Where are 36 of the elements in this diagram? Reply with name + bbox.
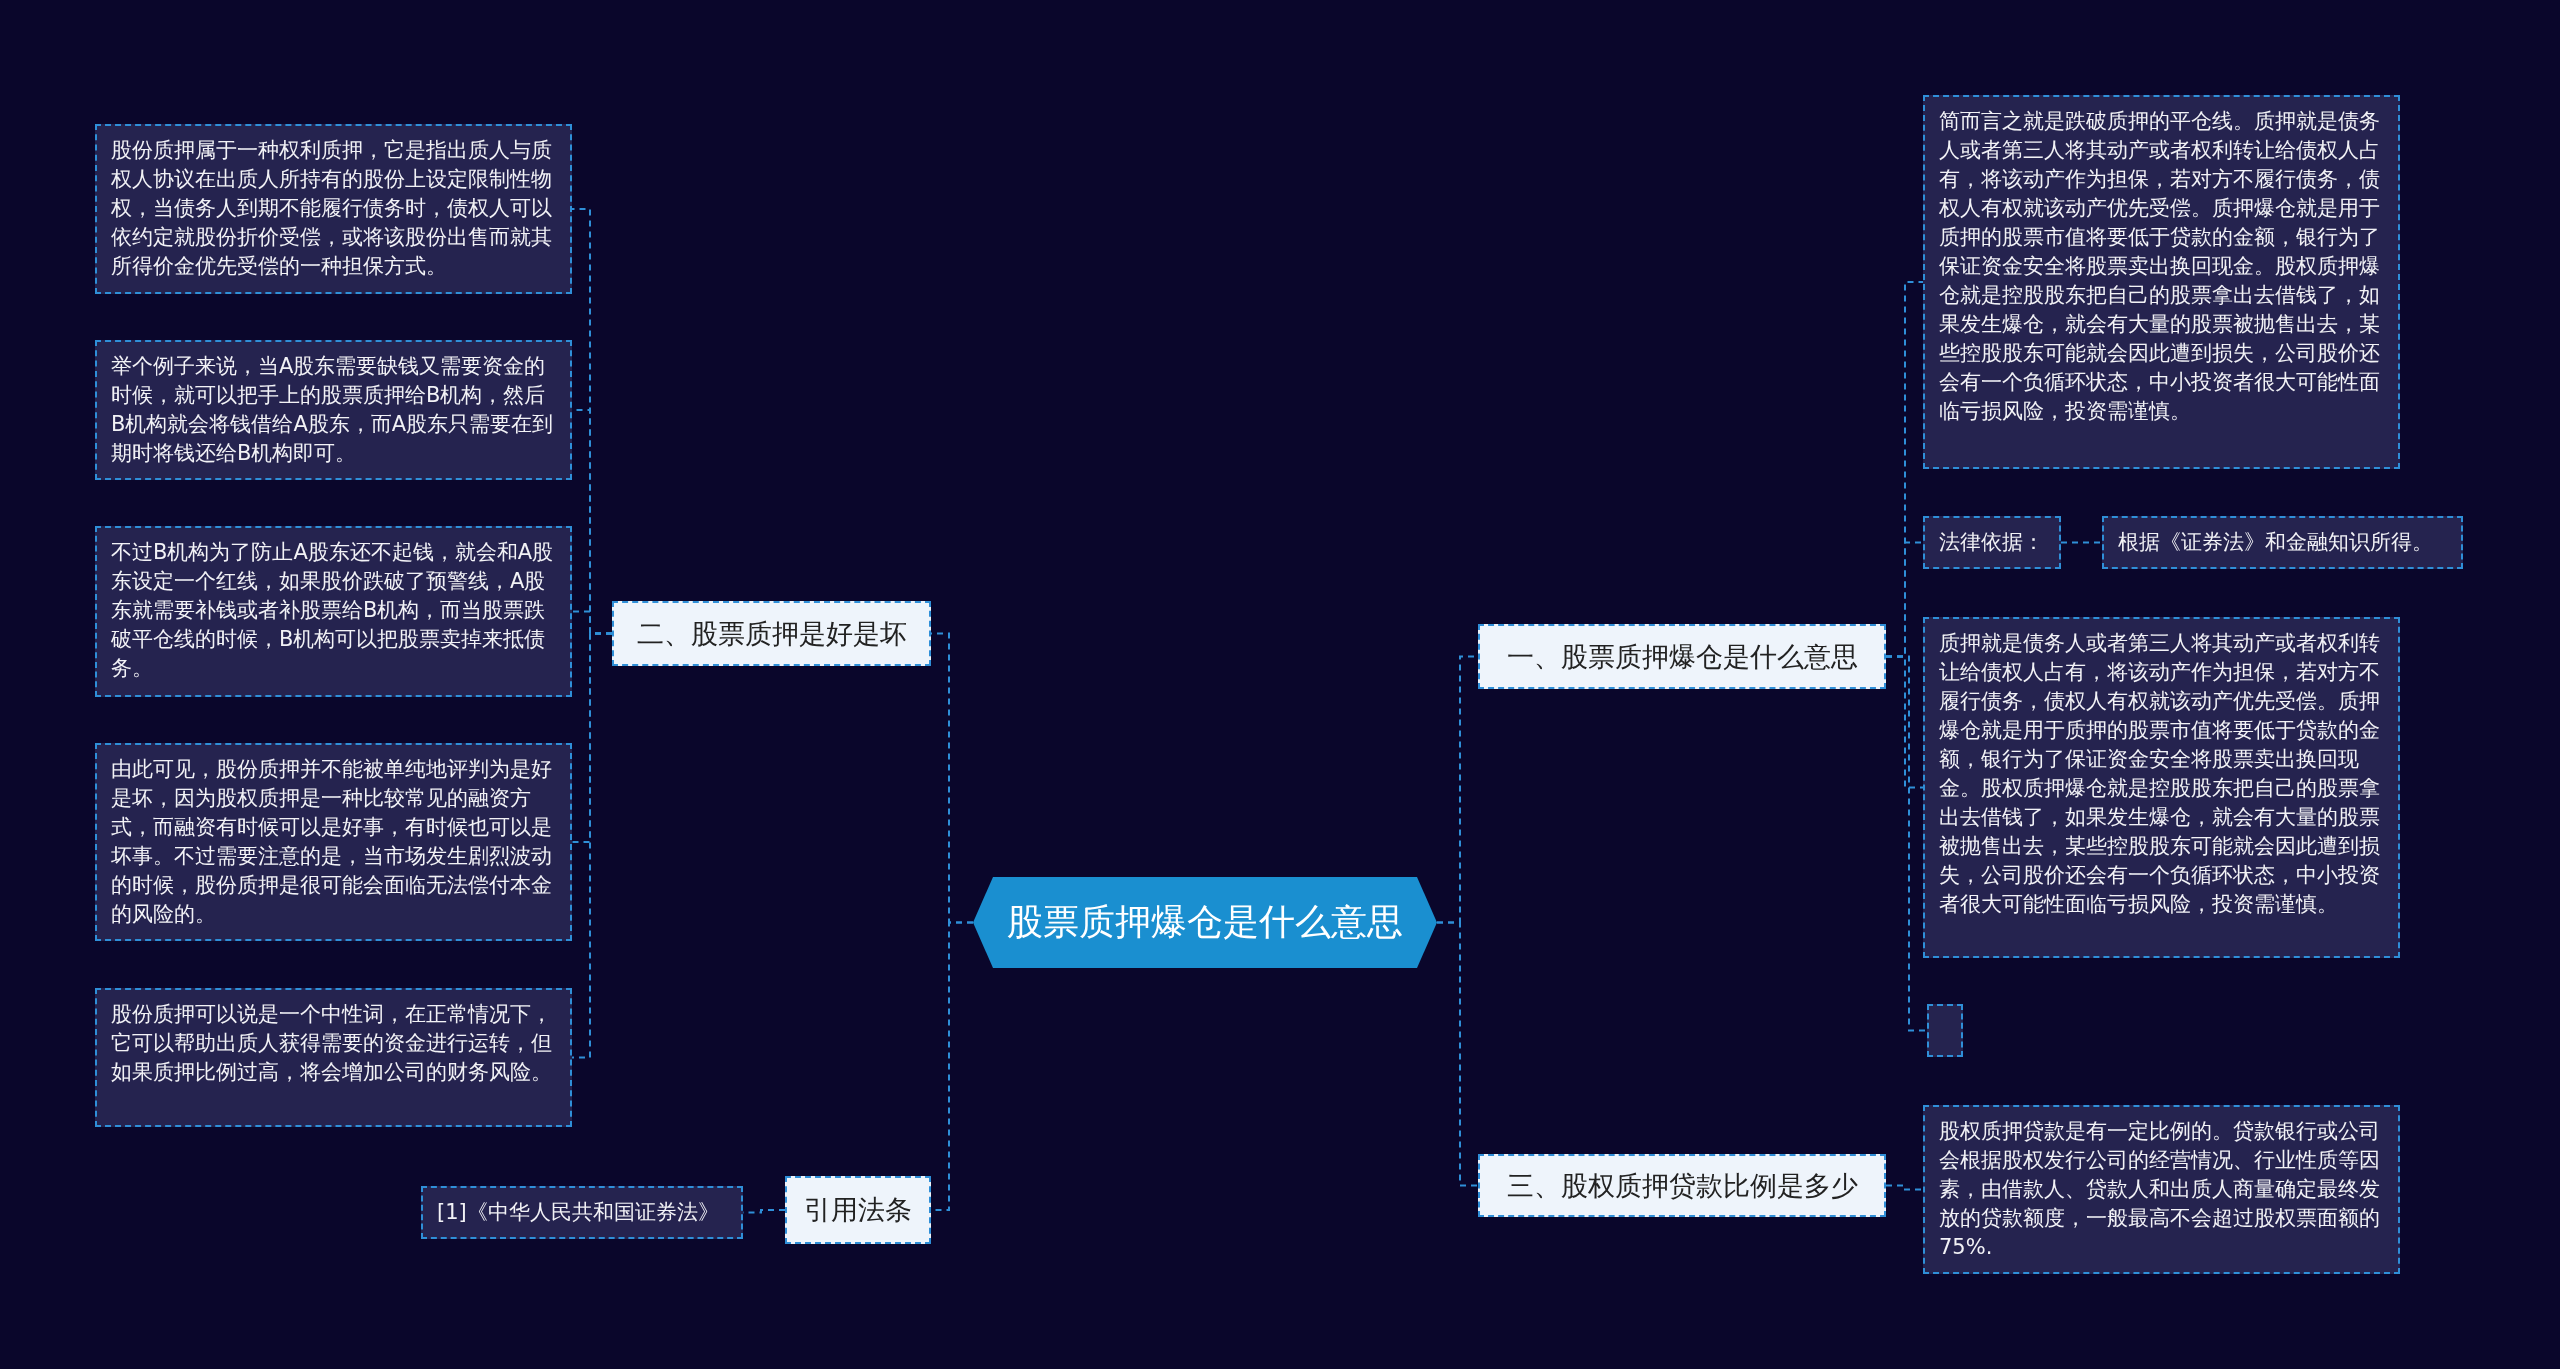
paragraph: 简而言之就是跌破质押的平仓线。质押就是债务人或者第三人将其动产或者权利转让给债权人占有，将该动产作为担保，若对方不履行债务，债权人有权就该动产优先受偿。质押爆仓就是用于质押的股票市值将要低于贷款的金额，银行为了保证资金安全将股票卖出换回现金。股权质押爆仓就是控股股东把自己的股票拿出去借钱了，如果发生爆仓，就会有大量的股票被抛售出去，某些控股股东可能就会因此遭到损失，公司股价还会有一个负循环状态，中小投资者很大可能性面临亏损风险，投资需谨慎。: [1939, 108, 2381, 425]
text-card: [2102, 516, 2463, 569]
topic-box: [785, 1176, 931, 1244]
topic-box: [612, 601, 931, 666]
text-card: [1923, 95, 2400, 469]
text-card: [1923, 1105, 2400, 1274]
topic-box: [1478, 624, 1886, 689]
text-card: [1923, 617, 2400, 958]
text-card: [95, 743, 572, 941]
text-card: [95, 340, 572, 480]
text-card: [95, 124, 572, 294]
paragraph: 由此可见，股份质押并不能被单纯地评判为是好是坏，因为股权质押是一种比较常见的融资方式，而融资有时候可以是好事，有时候也可以是坏事。不过需要注意的是，当市场发生剧烈波动的时候，股份质押是很可能会面临无法偿付本金的风险的。: [111, 756, 553, 928]
paragraph: 举个例子来说，当A股东需要缺钱又需要资金的时候，就可以把手上的股票质押给B机构，然后B机构就会将钱借给A股东，而A股东只需要在到期时将钱还给B机构即可。: [111, 353, 555, 467]
text-card: [1923, 516, 2061, 569]
topic-label: 三、股权质押贷款比例是多少: [1506, 1168, 1858, 1203]
paragraph: 股份质押属于一种权利质押，它是指出质人与质权人协议在出质人所持有的股份上设定限制性物权，当债务人到期不能履行债务时，债权人可以依约定就股份折价受偿，或将该股份出售而就其所得价金优先受偿的一种担保方式。: [111, 137, 553, 280]
paragraph: 股权质押贷款是有一定比例的。贷款银行或公司会根据股权发行公司的经营情况、行业性质等因素，由借款人、贷款人和出质人商量确定最终发放的贷款额度，一般最高不会超过股权票面额的75%.: [1939, 1118, 2381, 1261]
topic-box: [1478, 1154, 1886, 1217]
paragraph: 质押就是债务人或者第三人将其动产或者权利转让给债权人占有，将该动产作为担保，若对方不履行债务，债权人有权就该动产优先受偿。质押爆仓就是用于质押的股票市值将要低于贷款的金额，银行为了保证资金安全将股票卖出换回现金。股权质押爆仓就是控股股东把自己的股票拿出去借钱了，如果发生爆仓，就会有大量的股票被抛售出去，某些控股股东可能就会因此遭到损失，公司股价还会有一个负循环状态，中小投资者很大可能性面临亏损风险，投资需谨慎。: [1939, 630, 2381, 918]
paragraph: 法律依据：: [1939, 529, 2045, 556]
empty-card: [1927, 1004, 1963, 1057]
text-card: [95, 526, 572, 697]
connector: [1436, 921, 1479, 1187]
paragraph: 股份质押可以说是一个中性词，在正常情况下，它可以帮助出质人获得需要的资金进行运转，但如果质押比例过高，将会增加公司的财务风险。: [111, 1001, 553, 1086]
topic-label: 二、股票质押是好是坏: [636, 616, 907, 651]
text-card: [421, 1186, 743, 1239]
paragraph: 根据《证券法》和金融知识所得。: [2118, 529, 2434, 556]
text-card: [95, 988, 572, 1127]
topic-label: 一、股票质押爆仓是什么意思: [1506, 639, 1858, 674]
connector: [1885, 655, 1928, 1032]
paragraph: [1]《中华人民共和国证券法》: [437, 1199, 720, 1226]
topic-label: 引用法条: [804, 1193, 912, 1227]
central-topic: 股票质押爆仓是什么意思: [1007, 900, 1403, 944]
connector: [1885, 1184, 1924, 1191]
connector: [2060, 541, 2103, 544]
paragraph: 不过B机构为了防止A股东还不起钱，就会和A股东设定一个红线，如果股价跌破了预警线，A股东就需要补钱或者补股票给B机构，而当股票跌破平仓线的时候，B机构可以把股票卖掉来抵债务。: [111, 539, 555, 682]
